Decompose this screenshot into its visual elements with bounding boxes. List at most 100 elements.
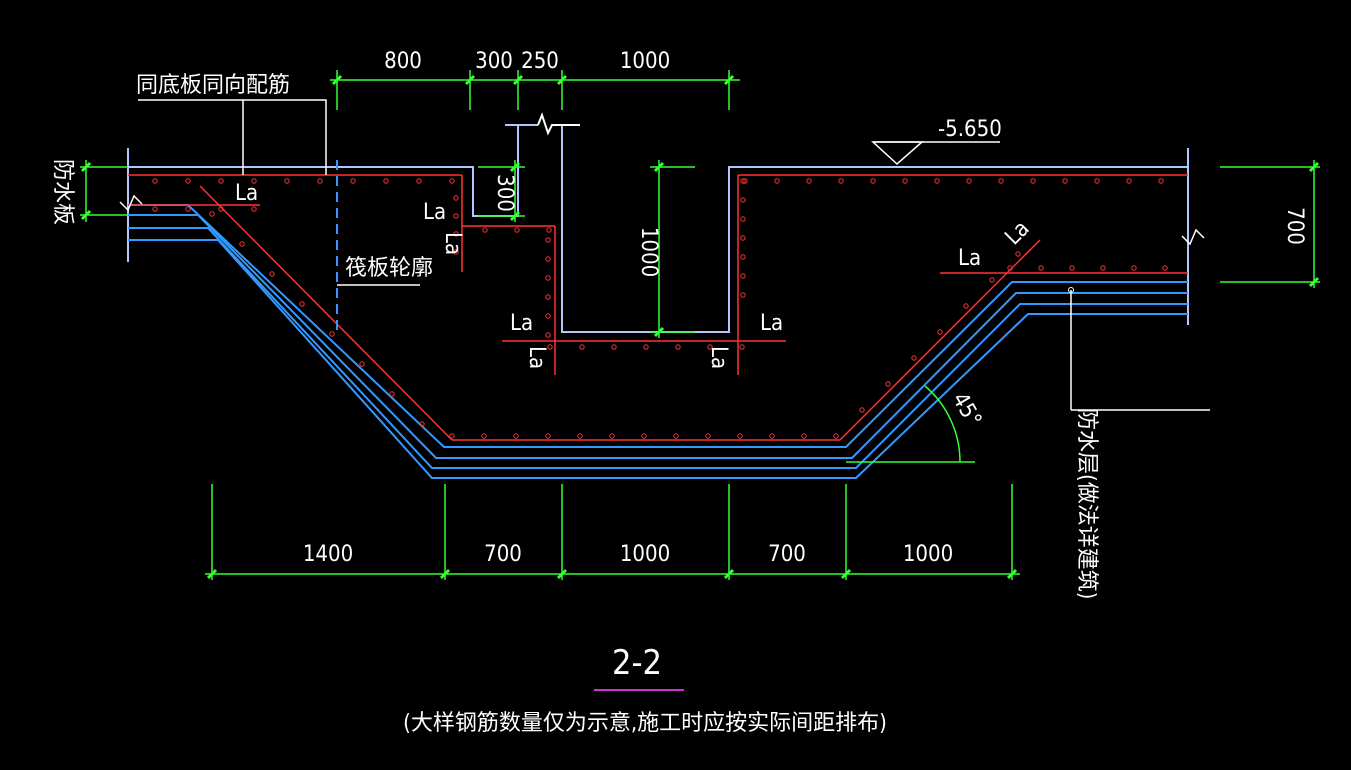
rebar-dot <box>641 433 647 439</box>
rebar-dot <box>284 178 290 184</box>
dim-ticks <box>80 74 1320 580</box>
rebar-dot <box>317 178 323 184</box>
rebar-dot <box>643 344 649 350</box>
dim-vertical-1000: 1000 <box>636 227 661 277</box>
rebar-dot <box>1007 265 1013 271</box>
rebar-dot <box>453 195 459 201</box>
rebar-dot <box>937 329 943 335</box>
la-label: La <box>235 181 258 206</box>
rebar-dot <box>801 433 807 439</box>
rebar-dot <box>546 227 552 233</box>
rebar-dot <box>742 178 748 184</box>
rebar-dot <box>577 433 583 439</box>
rebar-dot <box>579 344 585 350</box>
rebar-dot <box>934 178 940 184</box>
la-label: La <box>440 232 465 255</box>
pit-inner-wall <box>561 125 1188 333</box>
dim-vertical-300: 300 <box>492 174 517 212</box>
rebar-dot <box>416 178 422 184</box>
rebar-dot <box>419 421 425 427</box>
rebar-dot <box>998 178 1004 184</box>
rebar-dot <box>739 344 745 350</box>
dim-top-800: 800 <box>384 49 422 74</box>
rebar-dot <box>833 433 839 439</box>
rebar-dot <box>453 213 459 219</box>
rebar-dot <box>774 178 780 184</box>
rebar-dot <box>359 361 365 367</box>
rebar-dot <box>740 197 746 203</box>
rebar-dot <box>707 344 713 350</box>
rebar-dot <box>1030 178 1036 184</box>
rebar-dot <box>329 331 335 337</box>
rebar-dot <box>299 301 305 307</box>
la-label: La <box>423 200 446 225</box>
rebar-dot <box>740 235 746 241</box>
rebar-dot <box>675 344 681 350</box>
rebar-dot <box>1131 265 1137 271</box>
rebar-dot <box>1015 251 1021 257</box>
rebar-dot <box>737 433 743 439</box>
slab-top-left <box>128 125 519 217</box>
leader-dot <box>1068 287 1074 293</box>
rebar-dot <box>513 433 519 439</box>
rebar-dot <box>769 433 775 439</box>
rebar-dot <box>251 178 257 184</box>
rebar-dot <box>481 433 487 439</box>
rebar-dot <box>545 256 551 262</box>
rebar-dot <box>740 178 746 184</box>
rebar-dot <box>218 206 224 212</box>
rebar-dot <box>389 391 395 397</box>
rebar-dot <box>1094 178 1100 184</box>
rebar-dot <box>1162 265 1168 271</box>
dimension-lines <box>80 70 1320 580</box>
rebar-dot <box>705 433 711 439</box>
rebar-dot <box>239 241 245 247</box>
la-label: La <box>510 311 533 336</box>
section-note: (大样钢筋数量仅为示意,施工时应按实际间距排布) <box>403 711 887 736</box>
rebar-dot <box>545 332 551 338</box>
left-side-label: 防水板 <box>50 159 75 225</box>
dim-bottom-700b: 700 <box>768 542 806 567</box>
rebar-dot <box>185 178 191 184</box>
raft-outline-label: 筏板轮廓 <box>345 256 433 281</box>
rebar-dot <box>453 249 459 255</box>
dim-bottom-1000a: 1000 <box>620 542 670 567</box>
rebar-dot <box>152 206 158 212</box>
la-label: La <box>524 346 549 369</box>
rebar-dot <box>1038 265 1044 271</box>
dim-top-250: 250 <box>521 49 559 74</box>
rebar-dot <box>545 275 551 281</box>
dim-bottom-1000b: 1000 <box>903 542 953 567</box>
rebar-dot <box>545 313 551 319</box>
dim-top-1000: 1000 <box>620 49 670 74</box>
rebar-dots <box>152 178 1168 439</box>
rebar-dot <box>545 433 551 439</box>
rebar-dot <box>902 178 908 184</box>
rebar-dot <box>673 433 679 439</box>
rebar-dot <box>209 211 215 217</box>
rebar-dot <box>482 227 488 233</box>
rebar-dot <box>185 206 191 212</box>
rebar-dot <box>838 178 844 184</box>
leader-lines <box>119 99 1210 411</box>
rebar-dot <box>350 178 356 184</box>
rebar-dot <box>1069 265 1075 271</box>
rebar-dot <box>545 237 551 243</box>
rebar-dot <box>966 178 972 184</box>
dim-top-300: 300 <box>475 49 513 74</box>
rebar-dot <box>963 303 969 309</box>
rebar-dot <box>870 178 876 184</box>
rebar-dot <box>449 433 455 439</box>
rebar-lines <box>128 174 1188 441</box>
rebar-dot <box>1062 178 1068 184</box>
rebar-dot <box>449 178 455 184</box>
rebar-dot <box>1158 178 1164 184</box>
rebar-dot <box>885 381 891 387</box>
rebar-dot <box>269 271 275 277</box>
la-label: La <box>958 246 981 271</box>
rebar-dot <box>740 254 746 260</box>
rebar-dot <box>806 178 812 184</box>
rebar-dot <box>859 407 865 413</box>
rebar-dot <box>545 294 551 300</box>
